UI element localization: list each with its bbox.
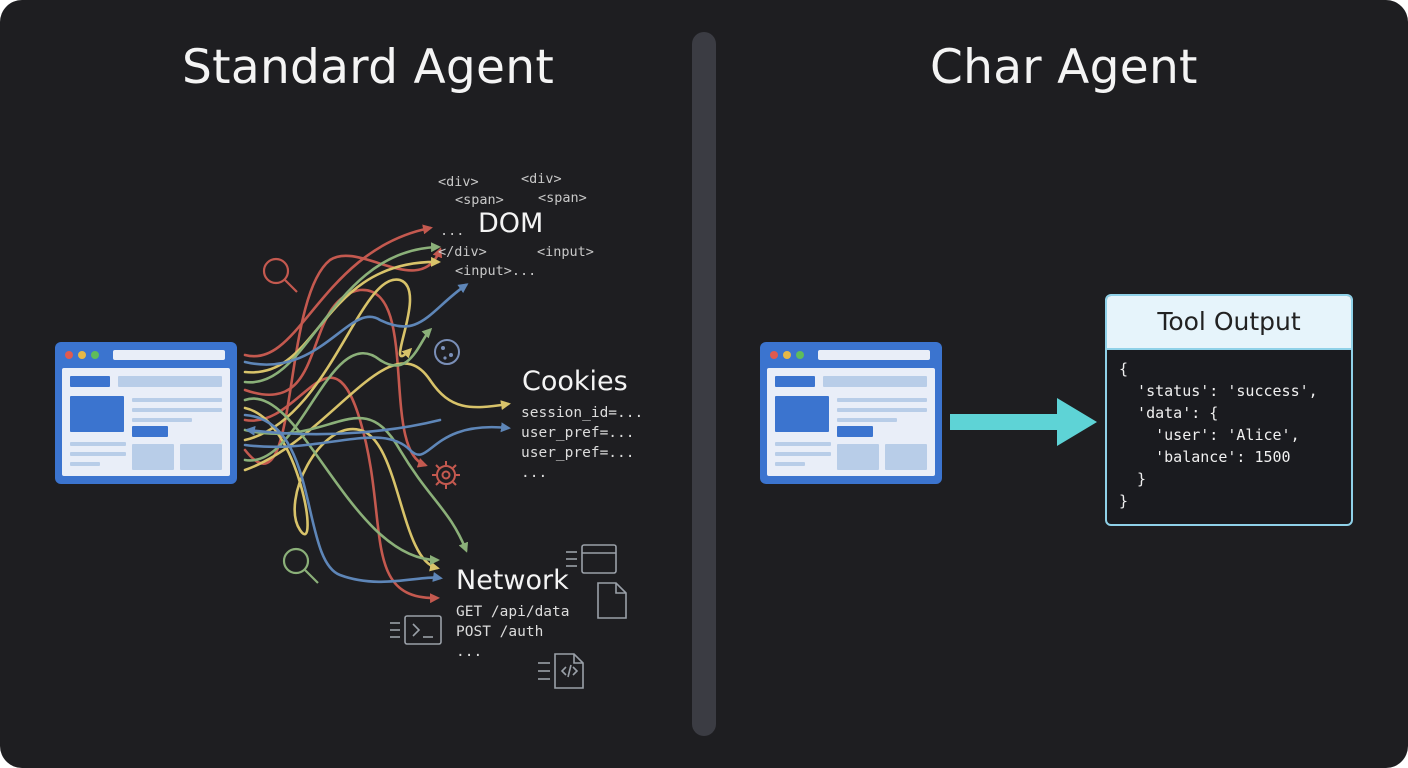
window-dot-green: [796, 351, 804, 359]
dom-label: DOM: [478, 208, 544, 239]
cookie-icon: [434, 339, 460, 365]
tool-output-header: Tool Output: [1107, 296, 1351, 350]
network-line: ...: [456, 644, 483, 660]
arrow-blue-2: [243, 422, 511, 457]
dom-tag: <input>: [537, 244, 594, 260]
window-dot-green: [91, 351, 99, 359]
window-dot-red: [770, 351, 778, 359]
cookie-line: session_id=...: [521, 405, 644, 421]
magnifier-icon: [262, 257, 298, 293]
json-line: 'user': 'Alice',: [1119, 426, 1300, 444]
arrow-icon: [950, 398, 1097, 446]
cookie-line: ...: [521, 465, 548, 481]
console-window-icon: [566, 544, 617, 574]
json-line: }: [1119, 492, 1129, 510]
json-line: 'data': {: [1119, 404, 1219, 422]
network-label: Network: [456, 565, 569, 596]
magnifier-icon: [282, 547, 319, 584]
dom-tag: </div>: [438, 244, 487, 260]
dom-tag: <input>...: [455, 263, 537, 279]
arrow-blue-1: [243, 283, 469, 366]
dom-tag: <span>: [538, 190, 587, 206]
json-line: 'status': 'success',: [1119, 382, 1318, 400]
window-dot-yellow: [783, 351, 791, 359]
arrow-blue-3: [243, 413, 443, 584]
tangled-arrows: [243, 224, 627, 689]
arrow-blue-4: [245, 418, 442, 436]
json-line: {: [1119, 360, 1129, 378]
json-line: 'balance': 1500: [1119, 448, 1291, 466]
terminal-icon: [390, 615, 442, 645]
browser-window-icon: [55, 342, 237, 484]
arrow-green-1: [243, 242, 441, 384]
char-agent-title: Char Agent: [930, 40, 1198, 95]
code-file-icon: [538, 653, 584, 689]
window-dot-red: [65, 351, 73, 359]
cookies-label: Cookies: [522, 366, 628, 397]
tool-output-title: Tool Output: [1157, 307, 1301, 336]
tool-output-box: Tool Output { 'status': 'success', 'data…: [1105, 294, 1353, 526]
arrow-green-3: [243, 397, 440, 565]
url-bar: [113, 350, 225, 360]
dom-tag: <div>: [438, 174, 479, 190]
arrow-red-1: [243, 224, 433, 358]
standard-agent-title: Standard Agent: [182, 40, 555, 95]
arrow-red-3: [243, 376, 440, 604]
cookie-line: user_pref=...: [521, 425, 635, 441]
cookie-line: user_pref=...: [521, 445, 635, 461]
arrow-yellow-3: [243, 406, 440, 572]
dom-tag: <div>: [521, 171, 562, 187]
panel-divider: [692, 32, 716, 736]
window-dot-yellow: [78, 351, 86, 359]
dom-tag: <span>: [455, 192, 504, 208]
arrow-red-4: [243, 247, 443, 465]
network-line: GET /api/data: [456, 604, 570, 620]
file-icon: [597, 582, 627, 619]
arrow-yellow-4: [243, 278, 413, 442]
arrow-green-4: [243, 327, 433, 462]
arrow-green-2: [243, 416, 469, 553]
page-mockup: [62, 368, 230, 476]
dom-ellipsis: ...: [440, 223, 465, 239]
network-line: POST /auth: [456, 624, 544, 640]
browser-window-icon: [760, 342, 942, 484]
json-line: }: [1119, 470, 1147, 488]
gear-icon: [432, 461, 460, 489]
url-bar: [818, 350, 930, 360]
page-mockup: [767, 368, 935, 476]
arrow-red-2: [243, 288, 428, 468]
